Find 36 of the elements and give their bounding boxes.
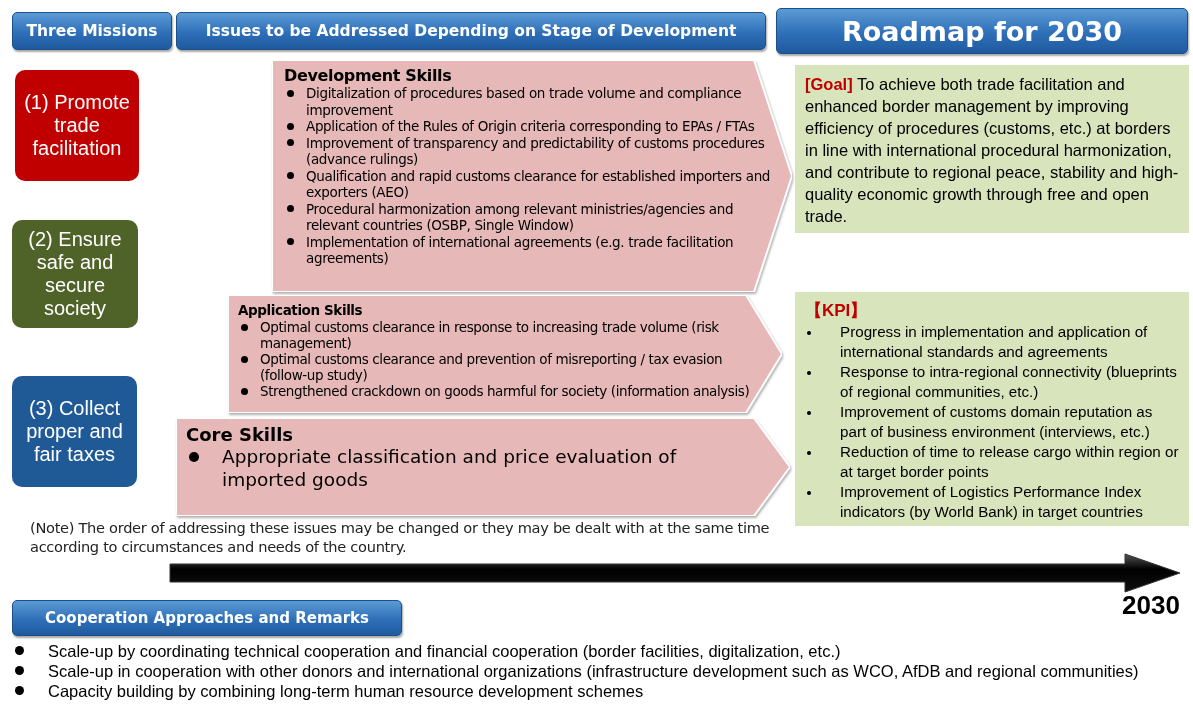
bullet-item: Scale-up by coordinating technical cooperation and financial cooperation (border facilities, digitalization, etc.) — [12, 641, 1187, 661]
section-heading: Application Skills — [238, 302, 363, 318]
bullet-item: Implementation of international agreements (e.g. trade facilitation agreements) — [284, 233, 776, 267]
bullet-item: Improvement of Logistics Performance Index indicators (by World Bank) in target countries — [805, 482, 1179, 522]
mission-box: (1) Promote trade facilitation — [15, 70, 139, 181]
header-bar: Roadmap for 2030 — [776, 8, 1188, 54]
header-bar: Cooperation Approaches and Remarks — [12, 600, 402, 636]
bullet-item: Appropriate classification and price evaluation of imported goods — [186, 445, 762, 491]
bullet-item: Improvement of transparency and predictability of customs procedures (advance rulings) — [284, 134, 776, 168]
bullet-item: Procedural harmonization among relevant ministries/agencies and relevant countries (OSBP, Single Window) — [284, 200, 776, 234]
header-bar: Issues to be Addressed Depending on Stage of Development — [176, 12, 766, 50]
bullet-item: Application of the Rules of Origin criteria corresponding to EPAs / FTAs — [284, 118, 776, 135]
section-heading: Core Skills — [186, 424, 294, 445]
bullet-item: Digitalization of procedures based on trade volume and compliance improvement — [284, 85, 776, 118]
bullet-item: Response to intra-regional connectivity (blueprints of regional communities, etc.) — [805, 362, 1179, 402]
bullet-item: Progress in implementation and application of international standards and agreements — [805, 322, 1179, 362]
bullet-item: Optimal customs clearance and prevention of misreporting / tax evasion (follow-up study) — [238, 351, 760, 383]
chevron-panel — [176, 418, 790, 516]
year-label: 2030 — [1122, 590, 1180, 620]
goal-text: [Goal] To achieve both trade facilitation and enhanced border management by improving efficiency of procedures (customs, etc.) at borders in line with international procedural harmonization, and contribute to regional peace, stability and high-quality economic growth through free and open trade. — [805, 74, 1179, 227]
kpi-panel — [795, 292, 1189, 526]
bullet-item: Reduction of time to release cargo within region or at target border points — [805, 442, 1179, 482]
mission-box: (3) Collect proper and fair taxes — [12, 376, 137, 487]
bullet-item: Scale-up in cooperation with other donors and international organizations (infrastructure development such as WCO, AfDB and regional communities) — [12, 661, 1187, 681]
bullet-item: Optimal customs clearance in response to increasing trade volume (risk management) — [238, 319, 760, 351]
chevron-panel — [272, 60, 792, 292]
mission-box: (2) Ensure safe and secure society — [12, 220, 138, 328]
chevron-panel — [228, 295, 782, 413]
bullet-item: Capacity building by combining long-term human resource development schemes — [12, 681, 1187, 701]
bullet-item: Improvement of customs domain reputation as part of business environment (interviews, etc.) — [805, 402, 1179, 442]
kpi-heading: 【KPI】 — [805, 300, 868, 322]
header-bar: Three Missions — [12, 12, 172, 50]
section-heading: Development Skills — [284, 66, 452, 85]
bullet-item: Strengthened crackdown on goods harmful for society (information analysis) — [238, 383, 760, 399]
note-text: (Note) The order of addressing these issues may be changed or they may be dealt with at the same time according to circumstances and needs of the country. — [30, 518, 770, 556]
bullet-item: Qualification and rapid customs clearance for established importers and exporters (AEO) — [284, 167, 776, 201]
